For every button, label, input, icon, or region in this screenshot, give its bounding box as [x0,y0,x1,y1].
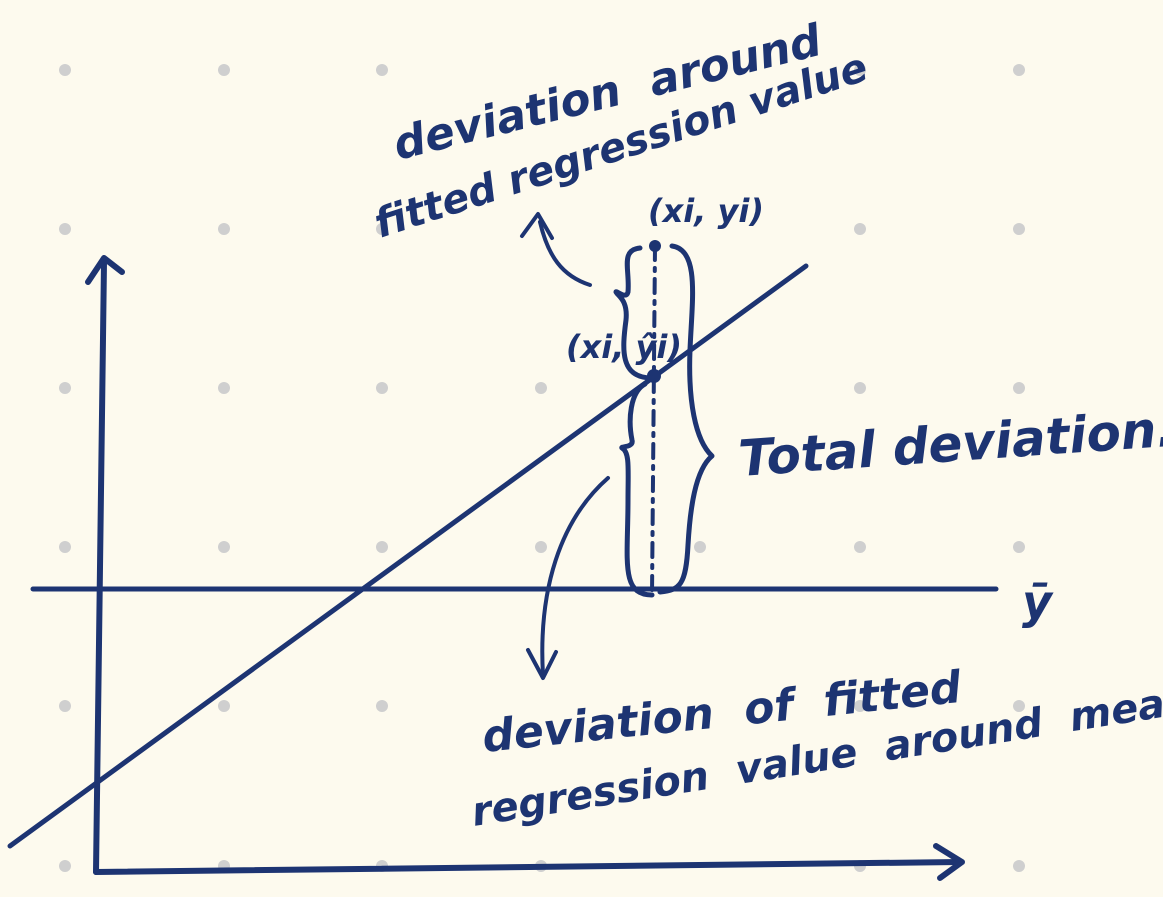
vertical-deviation-line [650,244,657,598]
brace-observed-to-fitted [613,245,655,381]
fitted-point-label: (xi, ŷi) [566,328,682,366]
mean-label: ȳ [1022,575,1054,629]
observed-point-dot [649,240,661,252]
observed-point-label: (xi, yi) [648,192,764,230]
y-axis [93,259,107,875]
x-axis [93,859,963,875]
arrow-to-bottom-annotation-head [526,648,558,680]
brace-total-deviation [657,243,715,595]
y-axis-arrowhead [85,255,125,285]
arrow-to-bottom-annotation [540,476,610,677]
arrow-to-top-annotation-head [520,212,554,240]
arrow-to-top-annotation [538,220,592,287]
total-deviation-label: Total deviation. [737,400,1163,488]
x-axis-arrowhead [933,843,965,881]
dot-grid [59,64,1025,872]
regression-line [7,263,809,849]
brace-fitted-to-mean [619,381,655,598]
